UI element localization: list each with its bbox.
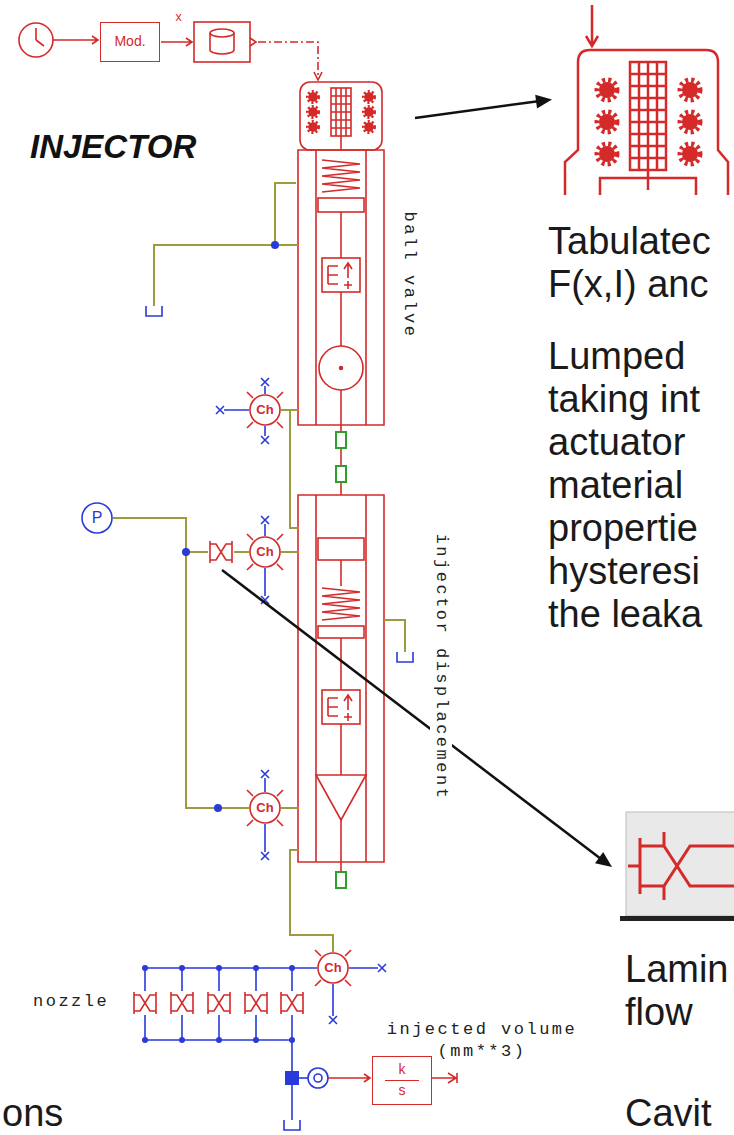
node-text: s <box>399 1083 406 1098</box>
component-label: nozzle <box>33 991 109 1013</box>
description-text: ons <box>2 1092 63 1135</box>
circle-outline <box>250 537 280 567</box>
model-block: Mod. <box>100 22 160 62</box>
multiplier-sign: x <box>175 12 182 24</box>
description-text: Tabulatec F(x,I) anc <box>548 220 733 306</box>
circle-outline <box>318 953 348 983</box>
laminar-orifice-icon <box>620 812 734 921</box>
component-label: ball valve <box>398 211 420 338</box>
node-text: Ch <box>256 545 273 559</box>
circle-outline <box>82 503 112 533</box>
node-text: k <box>399 1062 406 1077</box>
description-text: Lumped taking int actuator material prop… <box>548 335 733 636</box>
circle-outline <box>250 793 280 823</box>
chamber-circle: Ch <box>249 394 281 426</box>
chamber-circle: Ch <box>317 952 349 984</box>
description-text: Cavit <box>625 1092 712 1135</box>
circle-outline <box>250 395 280 425</box>
orifice-symbol <box>133 540 304 1015</box>
chamber-port <box>247 392 351 986</box>
port-cap <box>145 306 413 1130</box>
hydraulic-line <box>154 183 405 952</box>
node-text: Ch <box>256 403 273 417</box>
ball-valve-body <box>298 82 384 495</box>
chamber-circle: Ch <box>249 536 281 568</box>
integrator-block: ks <box>372 1056 432 1105</box>
node-text: P <box>92 509 103 527</box>
node-text: Mod. <box>114 34 145 49</box>
chamber-circle: Ch <box>249 792 281 824</box>
signal-chain <box>19 22 322 80</box>
actuator-icon <box>565 5 728 195</box>
output-label: injected volume (mm**3) <box>384 1019 580 1063</box>
diagram-title: INJECTOR <box>30 130 196 163</box>
node-text: Ch <box>256 801 273 815</box>
component-label: injector displacement <box>430 532 452 803</box>
pressure-source-circle: P <box>81 502 113 534</box>
fraction-bar <box>385 1080 419 1082</box>
description-text: Lamin flow <box>625 948 733 1034</box>
node-text: Ch <box>324 961 341 975</box>
pipe-line <box>113 518 249 808</box>
junction-dot <box>142 241 299 1085</box>
